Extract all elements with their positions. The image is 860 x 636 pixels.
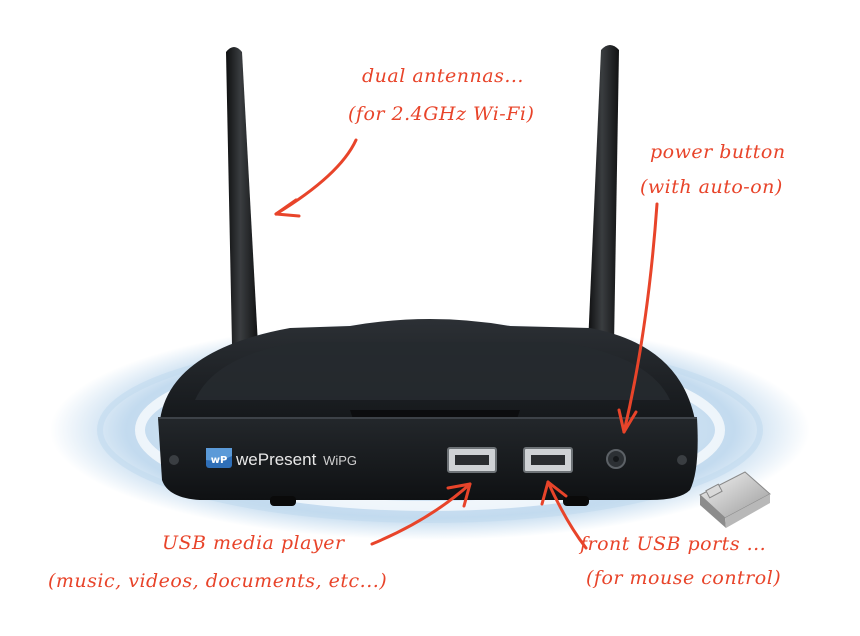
- annotation-front-usb-title: front USB ports ...: [580, 533, 767, 555]
- annotation-power-title: power button: [650, 141, 786, 163]
- usb-dongle: [699, 471, 771, 528]
- annotation-usb-media-detail: (music, videos, documents, etc...): [48, 570, 388, 592]
- annotation-power-detail: (with auto-on): [640, 176, 783, 198]
- annotation-antennas-title: dual antennas...: [362, 65, 524, 87]
- router-body: [158, 319, 698, 506]
- usb-port-front: [523, 447, 573, 473]
- wepresent-logo-icon: wP: [206, 448, 232, 468]
- logo-mark: wP: [211, 455, 228, 466]
- annotation-front-usb-detail: (for mouse control): [586, 567, 782, 589]
- power-button-icon: [606, 449, 626, 469]
- arrow-front-usb: [540, 480, 588, 550]
- annotation-antennas-detail: (for 2.4GHz Wi-Fi): [348, 103, 535, 125]
- arrow-power: [617, 202, 659, 434]
- arrow-usb-media: [370, 482, 472, 546]
- annotation-usb-media-title: USB media player: [162, 532, 345, 554]
- antenna-left: [226, 47, 258, 345]
- brand-name: wePresent: [236, 450, 317, 469]
- device-brand-label: wePresent WiPG: [236, 450, 357, 470]
- model-name: WiPG: [323, 453, 358, 468]
- arrow-antennas: [274, 138, 358, 218]
- antenna-right: [588, 45, 619, 345]
- usb-port-media: [447, 447, 497, 473]
